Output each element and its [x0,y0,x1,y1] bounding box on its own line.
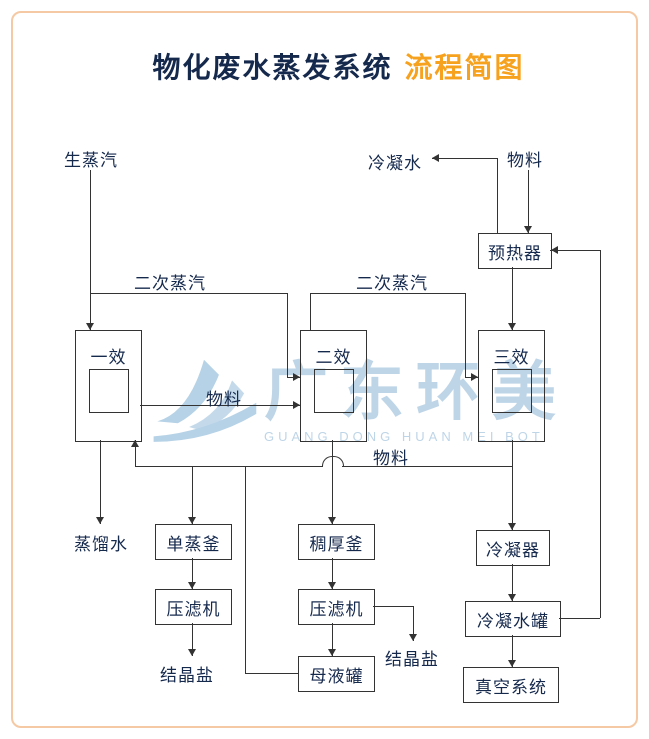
label-feed-top: 物料 [507,151,543,170]
frame-border [11,11,638,728]
effect3-chamber [492,369,532,413]
node-single-still: 单蒸釜 [155,524,232,560]
arrow-into-preheater-side-icon [551,246,558,254]
arrow-condensate-out-icon [432,154,439,162]
arrow-into-mother-tank-icon [328,649,336,656]
line-feed-bottom-left [135,466,322,467]
effect1-chamber [89,369,129,413]
page-title-accent: 流程简图 [404,52,525,83]
line-condensate-out-riser [497,158,498,233]
arrow-into-effect2-side-icon [293,373,300,381]
arrow-into-effect1-bottom-icon [131,440,139,447]
node-effect1: 一效 [75,330,142,442]
page-title-main: 物化废水蒸发系统 [152,52,393,83]
node-effect3: 三效 [478,330,545,442]
line-secondary-steam-b-drop [465,293,466,377]
arrow-into-effect3-side-icon [471,373,478,381]
label-secondary-steam-b: 二次蒸汽 [356,274,428,293]
line-preheater-effect3 [512,267,513,330]
label-crystal-salt-b: 结晶盐 [385,650,439,669]
line-return-top [550,250,600,251]
node-filter-press-a-label: 压滤机 [166,599,221,619]
page-title: 物化废水蒸发系统流程简图 [14,46,649,86]
node-condenser: 冷凝器 [476,530,550,566]
arrow-into-effect1-top-icon [86,323,94,330]
line-secondary-steam-a [90,293,287,294]
arrow-crystal-salt-b-icon [409,634,417,641]
line-filter-b-salt-h [373,606,413,607]
arrow-into-single-still-icon [188,517,196,524]
line-condensate-out [432,158,497,159]
line-tank-vacuum [512,635,513,667]
arrow-into-filter-a-icon [188,582,196,589]
node-preheater-label: 预热器 [488,243,542,263]
line-feed-bottom-right [342,466,512,467]
line-raw-steam [90,170,91,330]
line-filter-a-salt [192,623,193,656]
line-mother-liquor-riser [245,466,246,673]
arrow-feed-into-effect2-icon [293,401,300,409]
line-return-bottom [559,618,600,619]
node-vacuum-system-label: 真空系统 [475,677,547,697]
node-thickener-label: 稠厚釜 [309,534,364,554]
label-feed-mid: 物料 [206,390,242,409]
line-recycle-into-effect1 [135,440,136,466]
node-condensate-tank-label: 冷凝水罐 [477,611,549,631]
node-condensate-tank: 冷凝水罐 [465,601,561,637]
node-filter-press-a: 压滤机 [155,589,232,625]
node-effect2: 二效 [300,330,367,442]
line-mother-liquor-out [245,673,298,674]
node-effect3-label: 三效 [493,348,530,367]
line-condenser-tank [512,564,513,601]
line-effect3-condenser [512,440,513,530]
label-condensate-out: 冷凝水 [368,154,422,173]
node-vacuum-system: 真空系统 [463,667,559,703]
line-feed-top [528,170,529,233]
arrow-into-condenser-icon [508,523,516,530]
arrow-into-filter-b-icon [328,582,336,589]
line-thickener-filter-b [332,558,333,589]
line-crossover-bridge [322,456,344,467]
arrow-into-effect3-top-icon [508,323,516,330]
line-secondary-steam-b-riser [310,293,311,330]
node-filter-press-b: 压滤机 [298,589,375,625]
node-mother-liquor-tank-label: 母液罐 [309,666,364,686]
arrow-into-condensate-tank-icon [508,594,516,601]
node-condenser-label: 冷凝器 [486,540,540,560]
arrow-into-vacuum-icon [508,660,516,667]
node-effect1-label: 一效 [90,348,127,367]
line-secondary-steam-a-drop [287,293,288,377]
line-return-right [600,250,601,618]
line-filter-b-salt-v [413,606,414,641]
line-filter-b-mother-tank [332,623,333,656]
line-distilled-water [100,440,101,524]
line-into-single-still [192,466,193,524]
node-effect2-label: 二效 [315,348,352,367]
arrow-distilled-water-icon [96,517,104,524]
node-thickener: 稠厚釜 [298,524,375,560]
label-distilled-water: 蒸馏水 [74,535,128,554]
node-single-still-label: 单蒸釜 [166,534,221,554]
arrow-into-preheater-top-icon [524,226,532,233]
node-filter-press-b-label: 压滤机 [309,599,364,619]
label-crystal-salt-a: 结晶盐 [160,666,214,685]
arrow-into-thickener-icon [328,517,336,524]
arrow-crystal-salt-a-icon [188,649,196,656]
line-effect2-thickener [332,440,333,524]
line-single-still-filter-a [192,558,193,589]
label-feed-bottom: 物料 [373,449,409,468]
effect2-chamber [314,369,354,413]
label-raw-steam: 生蒸汽 [64,151,118,170]
line-secondary-steam-b [310,293,465,294]
node-preheater: 预热器 [478,233,552,269]
node-mother-liquor-tank: 母液罐 [298,656,375,692]
label-secondary-steam-a: 二次蒸汽 [134,274,206,293]
